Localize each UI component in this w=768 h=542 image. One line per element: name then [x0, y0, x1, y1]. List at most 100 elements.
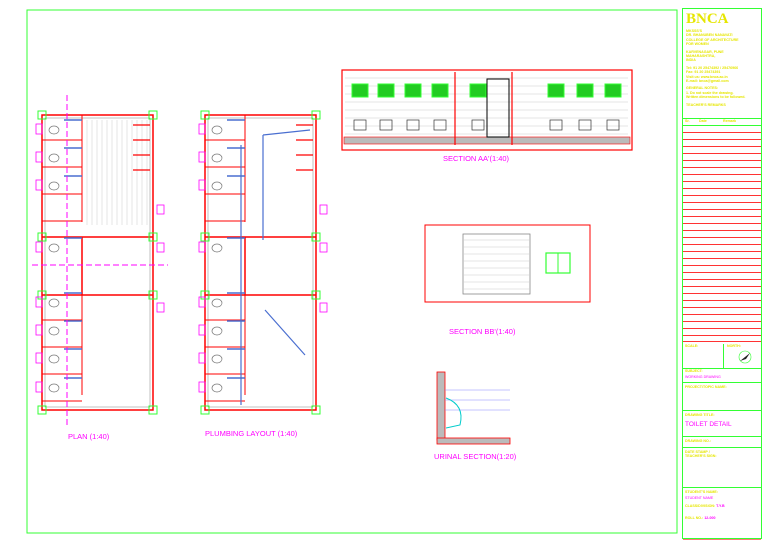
window-tag	[35, 179, 43, 191]
plumbing-label: PLUMBING LAYOUT (1:40)	[205, 429, 298, 438]
window-tag	[35, 352, 43, 364]
remarks-row	[683, 245, 761, 252]
mirror	[377, 83, 395, 98]
window-tag	[35, 324, 43, 336]
window-tag	[198, 352, 206, 364]
sheet-border	[26, 9, 678, 534]
student-name: STUDENT NAME	[685, 496, 714, 501]
remarks-row	[683, 140, 761, 147]
student-cell: STUDENT'S NAME: STUDENT NAME CLASS/DIVIS…	[683, 488, 761, 540]
wc-fixture	[48, 354, 60, 364]
door-tag	[319, 302, 328, 313]
remarks-row	[683, 168, 761, 175]
north-label: NORTH:	[727, 344, 741, 348]
wc-elevation	[433, 119, 447, 131]
wc-fixture	[211, 383, 223, 393]
column	[148, 232, 158, 242]
remarks-row	[683, 259, 761, 266]
mirror	[469, 83, 487, 98]
window-tag	[198, 179, 206, 191]
remarks-row	[683, 238, 761, 245]
remarks-row	[683, 273, 761, 280]
remarks-row	[683, 280, 761, 287]
tiled-wall	[462, 233, 531, 295]
north-arrow-icon	[738, 350, 752, 364]
column	[200, 405, 210, 415]
remarks-row	[683, 161, 761, 168]
remarks-row	[683, 294, 761, 301]
door-tag	[156, 302, 165, 313]
remarks-row	[683, 308, 761, 315]
scale-label: SCALE:	[685, 344, 724, 368]
remarks-table	[683, 126, 761, 340]
urinal-section-drawing	[436, 371, 511, 445]
outer-wall	[41, 114, 154, 411]
remarks-row	[683, 287, 761, 294]
remarks-row	[683, 203, 761, 210]
remarks-label: TEACHER'S REMARKS	[686, 102, 726, 107]
remarks-row	[683, 175, 761, 182]
wc-elevation	[471, 119, 485, 131]
plumbing-drawing	[198, 110, 328, 415]
wc-fixture	[48, 298, 60, 308]
section-bb-drawing	[424, 224, 591, 303]
window-tag	[35, 296, 43, 308]
mirror	[404, 83, 422, 98]
section-bb-label: SECTION BB'(1:40)	[449, 327, 516, 336]
wall-section	[436, 371, 446, 441]
door-frame	[486, 78, 510, 138]
inner-wall	[44, 117, 151, 408]
remarks-row	[683, 189, 761, 196]
urinal-profile	[445, 397, 462, 429]
window-tag	[198, 324, 206, 336]
wc-fixture	[48, 153, 60, 163]
inner-wall	[207, 117, 314, 408]
column	[148, 290, 158, 300]
wc-fixture	[48, 383, 60, 393]
mirror	[547, 83, 565, 98]
wc-fixture	[211, 298, 223, 308]
remarks-row	[683, 210, 761, 217]
column	[200, 232, 210, 242]
wc-fixture	[211, 243, 223, 253]
window-tag	[198, 151, 206, 163]
remarks-row	[683, 315, 761, 322]
remarks-row	[683, 126, 761, 133]
column	[200, 110, 210, 120]
remarks-row	[683, 217, 761, 224]
subject-cell: SUBJECT: WORKING DRAWING	[683, 367, 761, 383]
urinal-section-label: URINAL SECTION(1:20)	[434, 452, 517, 461]
window-tag	[198, 241, 206, 253]
remarks-row	[683, 196, 761, 203]
scale-north-row: SCALE: NORTH:	[683, 341, 761, 369]
column	[148, 110, 158, 120]
remarks-header: Sr. Date Remark	[683, 119, 761, 126]
wc-fixture	[211, 125, 223, 135]
wc-fixture	[211, 326, 223, 336]
wc-fixture	[211, 153, 223, 163]
wc-elevation	[379, 119, 393, 131]
column	[37, 110, 47, 120]
column	[37, 232, 47, 242]
section-aa-drawing	[341, 69, 633, 151]
column	[37, 405, 47, 415]
project-cell: PROJECT/TOPIC NAME:	[683, 383, 761, 411]
remarks-row	[683, 231, 761, 238]
column	[311, 232, 321, 242]
floor-slab	[343, 136, 631, 145]
wc-fixture	[48, 181, 60, 191]
window-tag	[35, 151, 43, 163]
plan-drawing	[32, 95, 168, 425]
section-outline	[424, 224, 591, 303]
window-tag	[35, 241, 43, 253]
column	[311, 405, 321, 415]
subject-value: WORKING DRAWING	[685, 375, 721, 380]
window-tag	[35, 381, 43, 393]
roll-value: 12-000	[704, 516, 716, 521]
drawing-no-cell: DRAWING NO.:	[683, 437, 761, 448]
remarks-row	[683, 133, 761, 140]
wc-elevation	[549, 119, 563, 131]
